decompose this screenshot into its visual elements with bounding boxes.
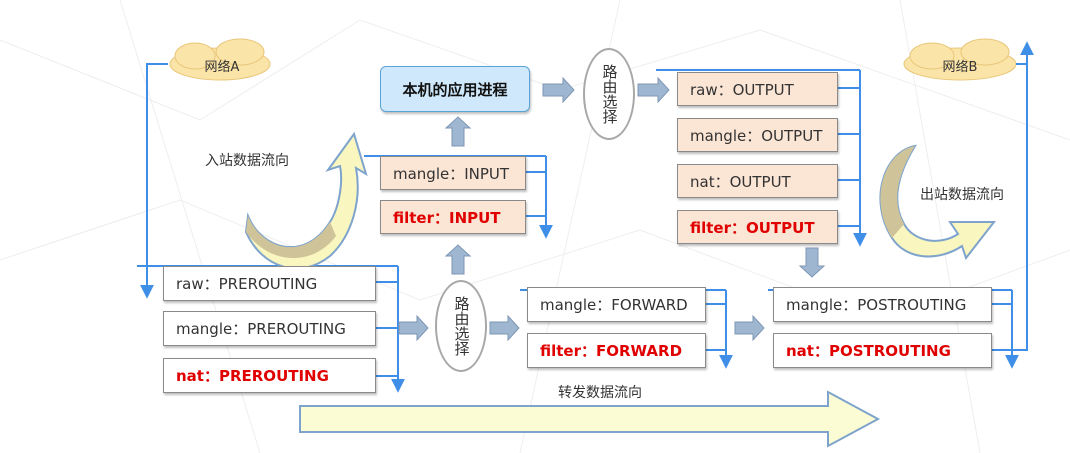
cloud-network-b [903,38,1017,81]
chain-filter-forward: filter：FORWARD [527,333,706,368]
chain-filter-output: filter：OUTPUT [677,210,838,244]
outbound-curved-arrow [879,144,997,261]
forward-flow-arrow [299,390,881,448]
routing-decision-middle: 路由选择 [435,280,487,372]
network-a-label: 网络A [204,60,240,75]
chain-mangle-postrouting: mangle：POSTROUTING [773,287,992,322]
chain-mangle-forward: mangle：FORWARD [527,287,706,322]
network-b-label: 网络B [942,60,978,75]
forward-flow-label: 转发数据流向 [558,385,642,401]
chain-mangle-prerouting: mangle：PREROUTING [163,311,376,346]
chain-nat-postrouting: nat：POSTROUTING [773,333,992,368]
chain-nat-prerouting: nat：PREROUTING [163,358,376,393]
inbound-flow-label: 入站数据流向 [205,153,289,169]
chain-raw-output: raw：OUTPUT [677,72,838,106]
chain-nat-output: nat：OUTPUT [677,164,838,198]
cloud-network-a [169,38,271,81]
routing-decision-top: 路由选择 [583,48,635,140]
chain-mangle-input: mangle：INPUT [380,156,526,190]
chain-mangle-output: mangle：OUTPUT [677,118,838,152]
app-process-box: 本机的应用进程 [380,66,530,112]
outbound-flow-label: 出站数据流向 [920,187,1004,203]
chain-filter-input: filter：INPUT [380,200,526,234]
chain-raw-prerouting: raw：PREROUTING [163,266,376,301]
